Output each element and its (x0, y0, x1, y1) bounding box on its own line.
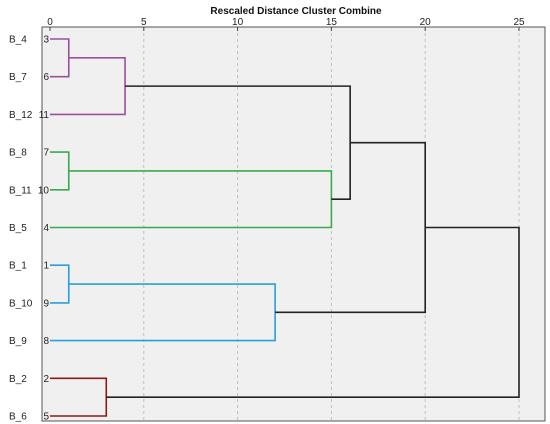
leaf-label: B_12 (9, 110, 33, 121)
x-tick-label: 0 (47, 17, 53, 28)
case-number: 8 (43, 336, 49, 347)
leaf-label: B_8 (9, 148, 27, 159)
x-tick-label: 25 (513, 17, 525, 28)
case-number: 6 (43, 72, 49, 83)
case-number: 10 (38, 185, 50, 196)
x-tick-label: 5 (141, 17, 147, 28)
leaf-label: B_10 (9, 298, 33, 309)
leaf-label: B_5 (9, 223, 27, 234)
leaf-label: B_9 (9, 336, 27, 347)
case-number: 3 (43, 35, 49, 46)
x-tick-label: 10 (232, 17, 244, 28)
case-number: 2 (43, 374, 49, 385)
case-number: 1 (43, 261, 49, 272)
case-number: 4 (43, 223, 49, 234)
x-axis-ticks: 0 5 10 15 20 25 (47, 17, 525, 31)
leaf-label: B_1 (9, 261, 27, 272)
leaf-label: B_11 (9, 185, 32, 196)
case-number: 5 (43, 412, 49, 423)
dendrogram-link (106, 226, 520, 398)
dendrogram-links (50, 38, 520, 417)
x-tick-label: 15 (326, 17, 338, 28)
leaf-label: B_7 (9, 72, 27, 83)
plot-frame (41, 26, 546, 422)
leaf-label: B_6 (9, 412, 27, 423)
leaf-label: B_2 (9, 374, 27, 385)
leaf-label: B_4 (9, 35, 27, 46)
chart-title: Rescaled Distance Cluster Combine (210, 6, 382, 17)
case-number: 11 (39, 110, 50, 121)
case-number: 9 (43, 298, 49, 309)
x-tick-label: 20 (420, 17, 432, 28)
case-number: 7 (43, 148, 49, 159)
